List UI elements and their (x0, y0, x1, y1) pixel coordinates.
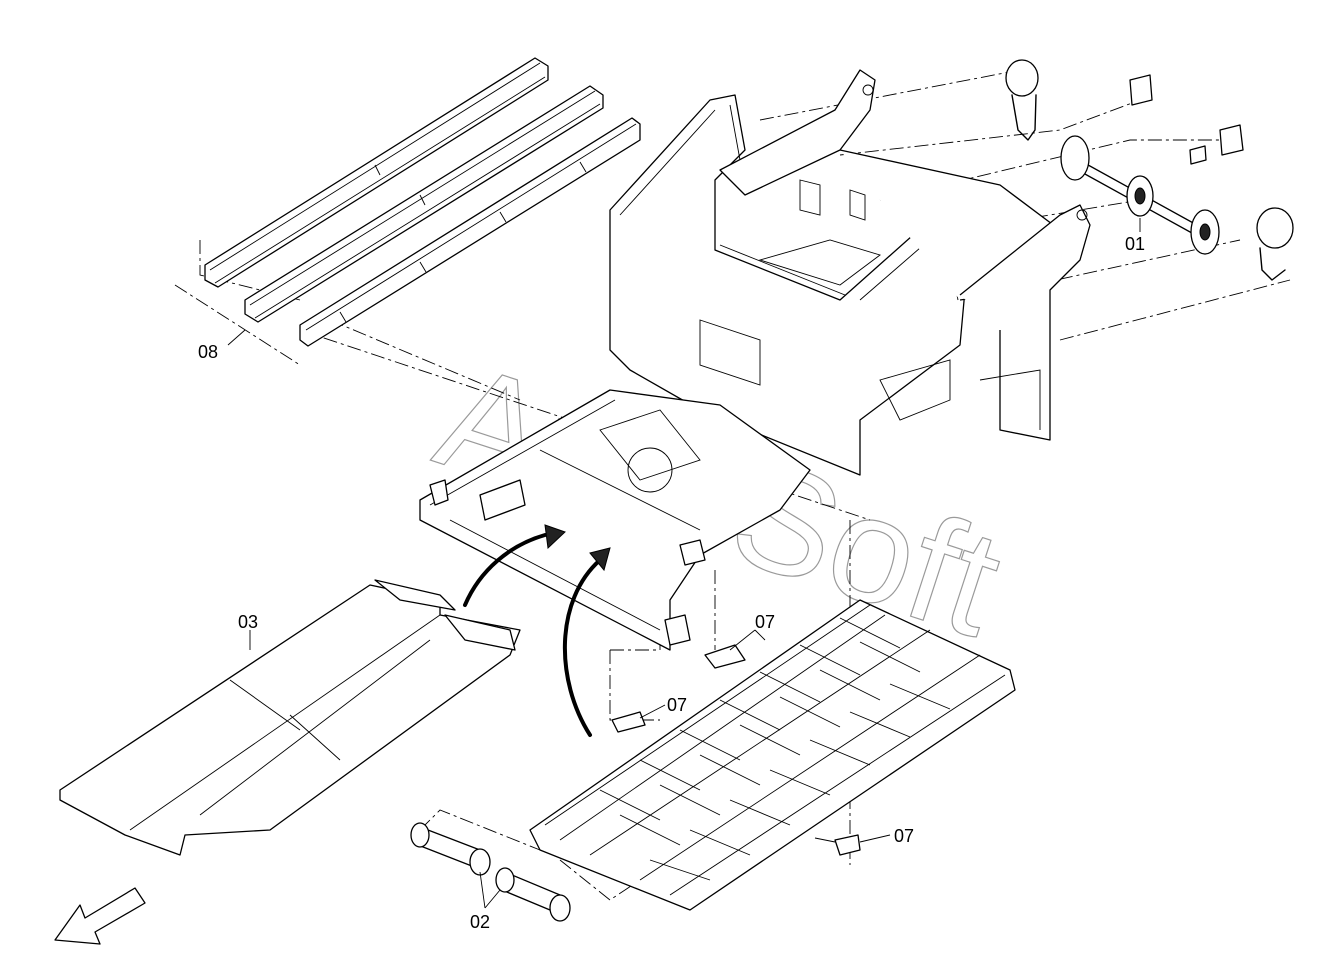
chain-drive-left (1005, 59, 1039, 141)
sub-frame (419, 389, 811, 651)
callout-07-lower: 07 (894, 826, 914, 846)
bracket-parts (1129, 74, 1244, 165)
leader-lines (227, 218, 1141, 909)
callout-01: 01 (1125, 234, 1145, 254)
chain-drive-right (1256, 207, 1294, 281)
arrow-down-left-icon (54, 887, 146, 945)
callout-02: 02 (470, 912, 490, 932)
callout-07-middle: 07 (667, 695, 687, 715)
cover-panel-03 (59, 579, 521, 856)
drive-shaft-01 (1060, 135, 1220, 255)
chain-conveyor (529, 599, 1016, 911)
callout-03: 03 (238, 612, 258, 632)
rail-assembly-08 (204, 57, 641, 347)
roller-02 (410, 822, 571, 922)
bracket-07 (611, 644, 861, 856)
callout-07-upper: 07 (755, 612, 775, 632)
callout-08: 08 (198, 342, 218, 362)
curved-arrows (463, 524, 611, 737)
main-frame (609, 69, 1091, 476)
